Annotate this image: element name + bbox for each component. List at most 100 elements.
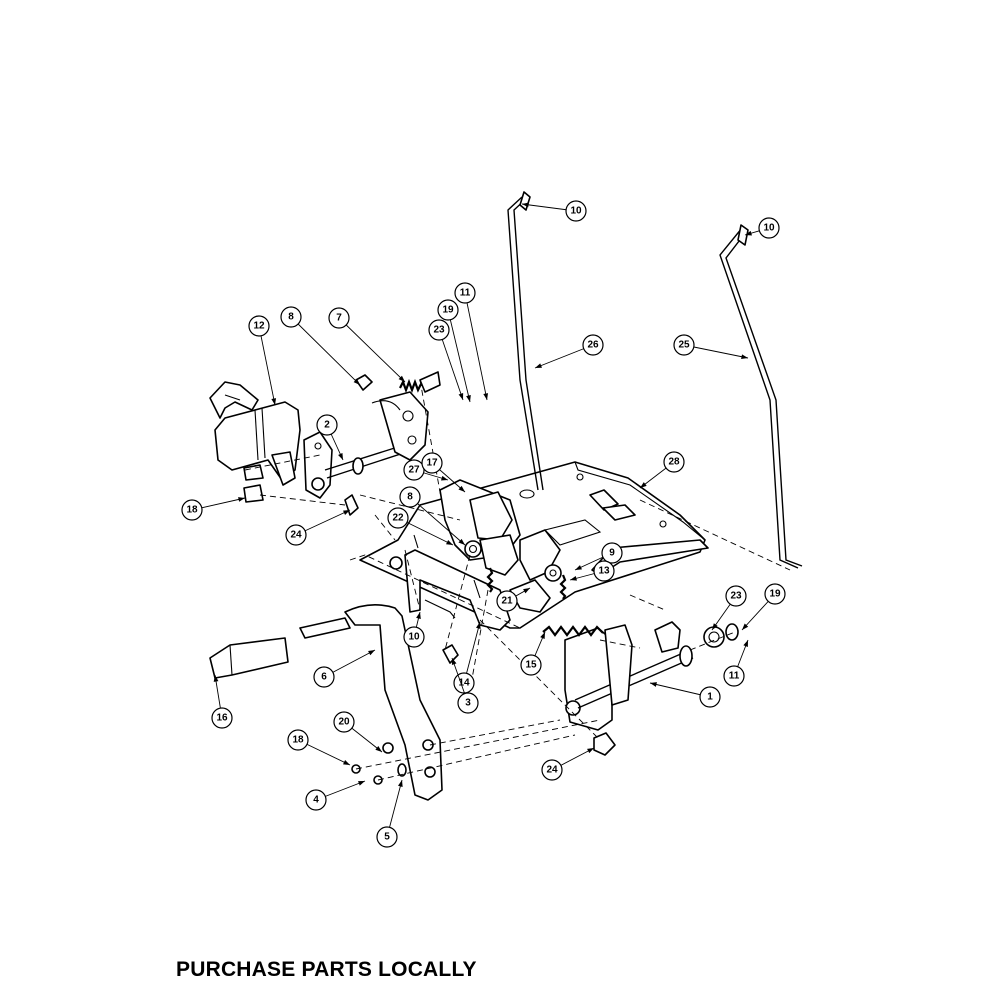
- callout-circle: [421, 452, 443, 474]
- callout-circle: [699, 686, 721, 708]
- callout-leader: [338, 317, 406, 383]
- callout-arrowhead: [535, 363, 542, 368]
- callout-arrowhead: [441, 475, 448, 481]
- callout-number-15: 15: [525, 660, 537, 671]
- callout-number-13: 13: [598, 566, 610, 577]
- callout-circle: [428, 319, 450, 341]
- callout-circle: [376, 826, 398, 848]
- callout-number-7: 7: [336, 313, 342, 324]
- callout-circle: [454, 282, 476, 304]
- right-pedal-assembly: [209, 604, 443, 801]
- callout-number-10: 10: [763, 223, 775, 234]
- callout-number-19: 19: [769, 589, 781, 600]
- lift-bracket-assembly: [439, 479, 562, 613]
- callout-arrowhead: [343, 759, 350, 765]
- callout-number-4: 4: [313, 795, 319, 806]
- callout-arrowhead: [238, 497, 245, 502]
- lift-rod-25: [719, 224, 803, 569]
- callout-leader: [258, 325, 276, 406]
- callout-arrowhead: [458, 538, 465, 545]
- callout-circle: [403, 459, 425, 481]
- callout-arrowhead: [483, 393, 489, 400]
- callout-circle: [541, 759, 563, 781]
- callout-circle: [333, 711, 355, 733]
- callout-number-1: 1: [707, 692, 713, 703]
- callout-number-18: 18: [292, 735, 304, 746]
- callout-arrowhead: [451, 658, 457, 665]
- callout-arrowhead: [650, 682, 657, 687]
- callout-leader: [409, 496, 466, 546]
- callout-number-5: 5: [384, 832, 390, 843]
- callout-leader: [438, 329, 464, 401]
- callout-number-12: 12: [253, 321, 265, 332]
- callout-circle: [758, 217, 780, 239]
- callout-number-24: 24: [290, 530, 302, 541]
- callout-number-6: 6: [321, 672, 327, 683]
- callout-arrowhead: [743, 640, 748, 647]
- callout-number-23: 23: [433, 325, 445, 336]
- callout-circle: [280, 306, 302, 328]
- callout-number-19: 19: [442, 305, 454, 316]
- callout-circle: [211, 707, 233, 729]
- callout-number-20: 20: [338, 717, 350, 728]
- callout-number-11: 11: [729, 671, 740, 682]
- callout-arrowhead: [458, 393, 464, 400]
- callout-number-10: 10: [570, 206, 582, 217]
- callout-circle: [387, 507, 409, 529]
- callout-circle: [437, 299, 459, 321]
- callout-circle: [313, 666, 335, 688]
- callout-arrowhead: [575, 565, 582, 570]
- callout-arrowhead: [640, 482, 647, 488]
- callout-number-21: 21: [501, 596, 513, 607]
- callout-arrowhead: [458, 485, 465, 492]
- callout-number-14: 14: [458, 678, 470, 689]
- small-hardware: [413, 534, 567, 664]
- callout-arrowhead: [466, 395, 471, 402]
- callout-number-22: 22: [392, 513, 404, 524]
- purchase-parts-note: PURCHASE PARTS LOCALLY: [176, 958, 477, 981]
- left-pedal-assembly: [209, 371, 441, 516]
- callout-arrowhead: [398, 375, 405, 382]
- callout-arrowhead: [742, 623, 749, 630]
- callout-circle: [403, 626, 425, 648]
- callout-arrowhead: [570, 575, 577, 581]
- callout-arrowhead: [522, 202, 529, 208]
- callout-arrowhead: [741, 354, 748, 360]
- callout-number-25: 25: [678, 340, 690, 351]
- callout-number-26: 26: [587, 340, 599, 351]
- callout-arrowhead: [343, 510, 350, 515]
- callout-leader: [464, 292, 488, 401]
- callout-circle: [565, 200, 587, 222]
- callout-circle: [248, 315, 270, 337]
- callout-circle: [305, 789, 327, 811]
- callout-circle: [663, 451, 685, 473]
- callout-number-2: 2: [324, 420, 330, 431]
- callout-arrowhead: [338, 453, 343, 460]
- callout-circle: [582, 334, 604, 356]
- callout-circle: [285, 524, 307, 546]
- callout-circle: [601, 542, 623, 564]
- callout-number-9: 9: [609, 548, 615, 559]
- callout-circle: [287, 729, 309, 751]
- callout-circle: [520, 654, 542, 676]
- callout-circle: [764, 583, 786, 605]
- callout-arrowhead: [523, 588, 530, 594]
- callout-arrowhead: [745, 230, 752, 236]
- callout-number-18: 18: [186, 505, 198, 516]
- callout-circle: [328, 307, 350, 329]
- callout-circle: [457, 692, 479, 714]
- callout-number-24: 24: [546, 765, 558, 776]
- callout-number-23: 23: [730, 591, 742, 602]
- callout-arrowhead: [271, 398, 277, 405]
- callout-number-8: 8: [288, 312, 294, 323]
- callout-arrowhead: [358, 781, 365, 786]
- callout-arrowhead: [416, 612, 421, 619]
- callout-number-11: 11: [460, 288, 471, 299]
- callout-arrowhead: [368, 650, 375, 656]
- callout-leader: [683, 344, 749, 359]
- callout-number-10: 10: [408, 632, 420, 643]
- callout-arrowhead: [398, 780, 403, 787]
- callout-arrowhead: [213, 675, 219, 682]
